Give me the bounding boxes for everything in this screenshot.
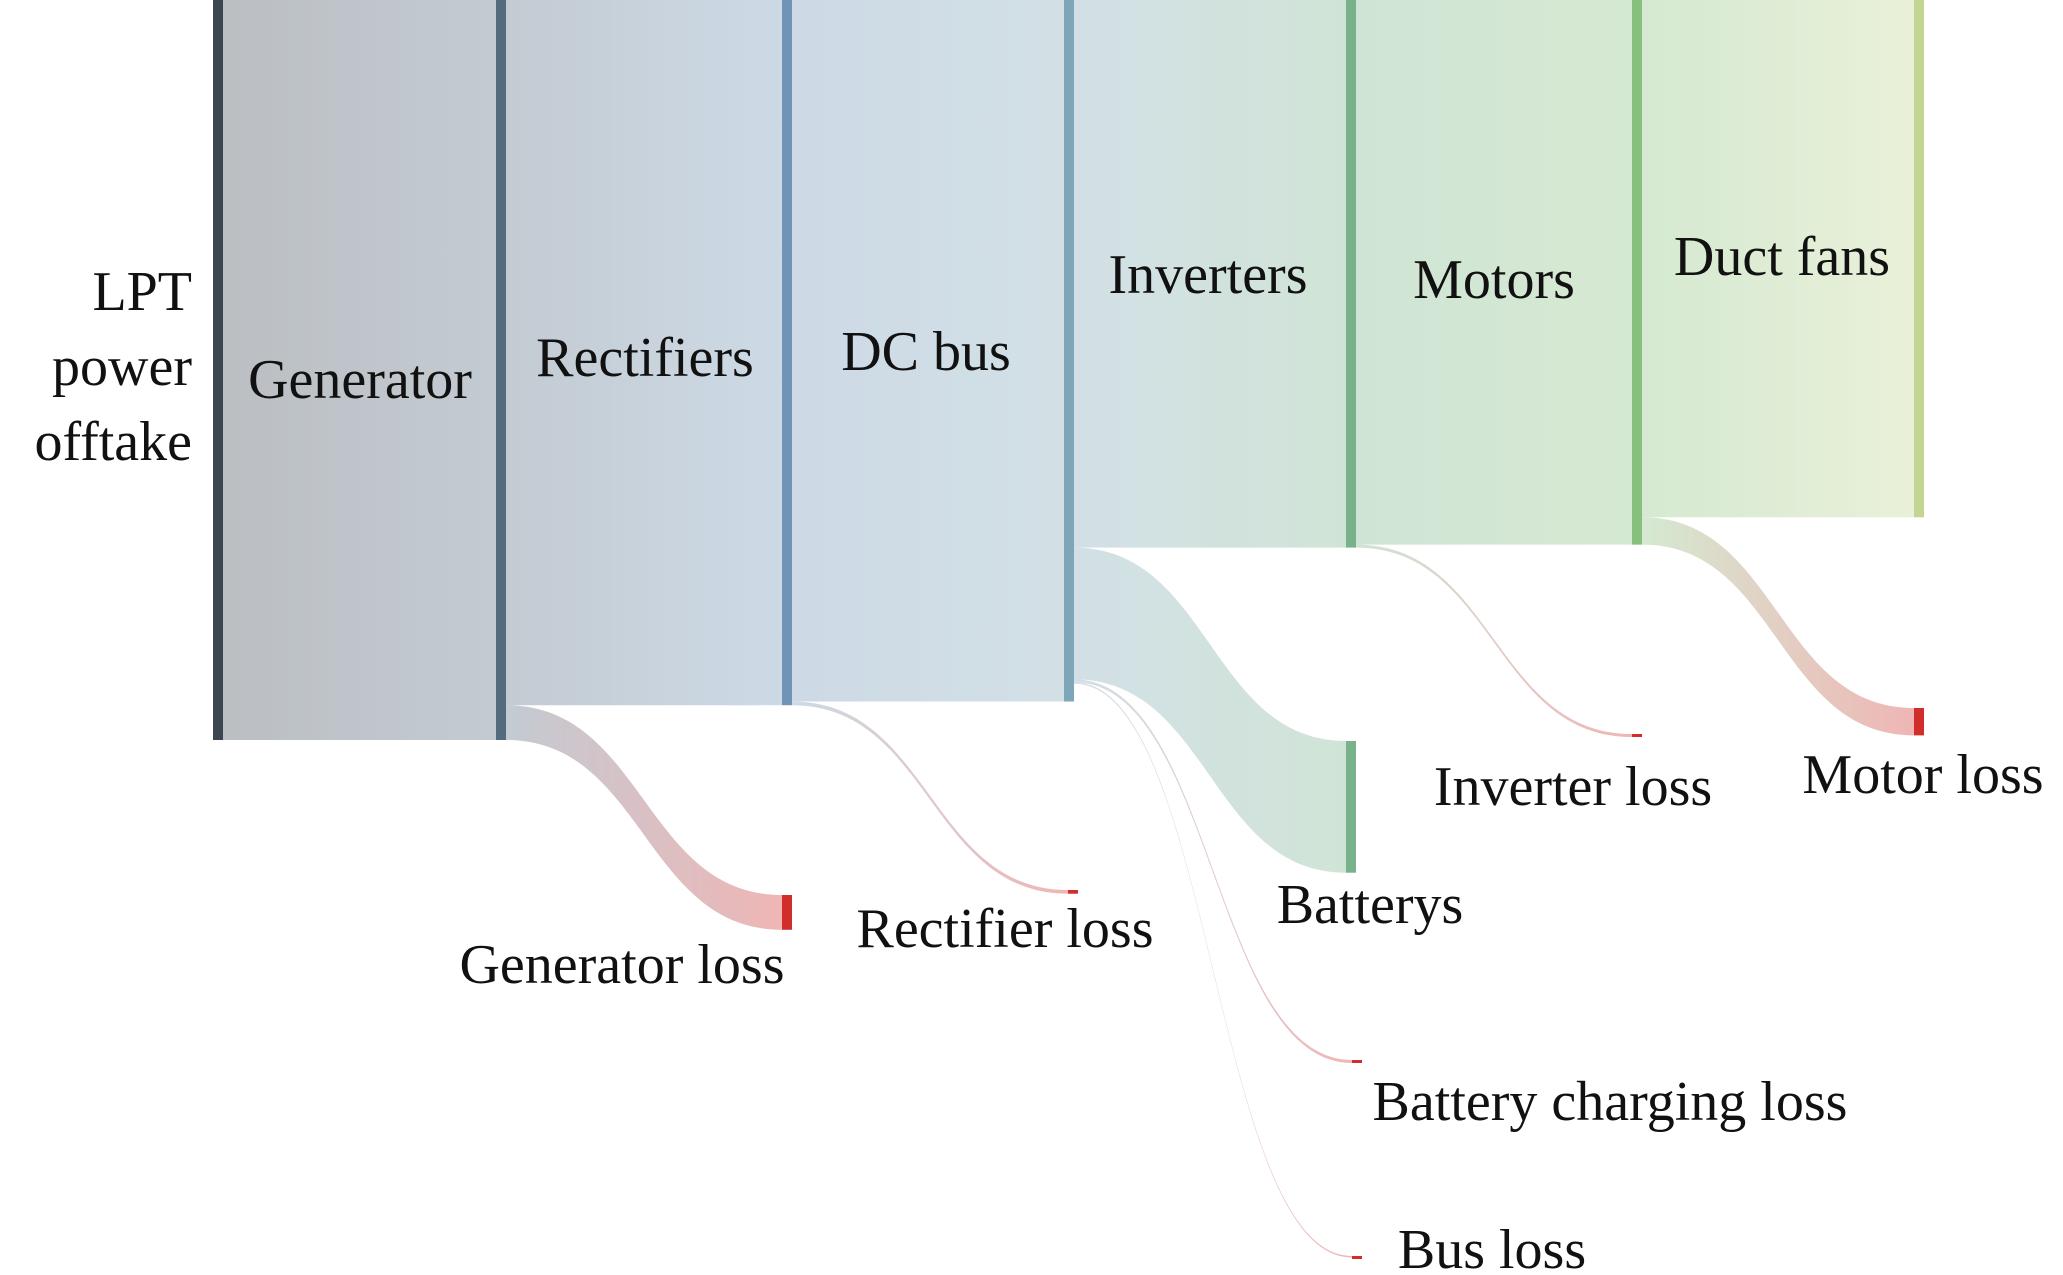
label-batterys: Batterys: [1277, 874, 1464, 936]
node-inverter_loss: [1632, 734, 1642, 737]
node-inverters: [1346, 0, 1356, 548]
node-duct_fans: [1914, 0, 1924, 518]
label-lpt-line: power: [52, 336, 192, 398]
link-motors-to-motor_loss: [1642, 517, 1914, 736]
node-generator_loss: [782, 895, 792, 930]
label-rectifiers: Rectifiers: [536, 327, 754, 389]
link-dc_bus-to-batterys: [1074, 547, 1346, 873]
link-dc_bus-to-inverters: [1074, 0, 1346, 548]
sankey-links: [223, 0, 1914, 1258]
link-inverters-to-motors: [1356, 0, 1632, 545]
link-generator-to-generator_loss: [506, 705, 782, 930]
link-rectifiers-to-dc_bus: [792, 0, 1064, 702]
node-rectifiers: [782, 0, 792, 706]
node-batterys: [1346, 741, 1356, 873]
link-lpt-to-generator: [223, 0, 496, 740]
node-bus_loss: [1352, 1256, 1362, 1259]
label-generator: Generator: [248, 349, 472, 411]
node-generator: [496, 0, 506, 740]
node-lpt: [213, 0, 223, 740]
node-motor_loss: [1914, 708, 1924, 736]
node-rectifier_loss: [1068, 890, 1078, 894]
label-motor_loss: Motor loss: [1802, 744, 2043, 806]
label-rectifier_loss: Rectifier loss: [856, 898, 1153, 960]
label-dc_bus: DC bus: [841, 321, 1011, 383]
node-dc_bus: [1064, 0, 1074, 702]
sankey-labels: LPT power offtake Generator Rectifiers DC bus…: [34, 226, 2043, 1275]
link-generator-to-rectifiers: [506, 0, 782, 706]
label-generator_loss: Generator loss: [459, 934, 784, 996]
node-motors: [1632, 0, 1642, 545]
link-rectifiers-to-rectifier_loss: [792, 701, 1068, 894]
label-inverter_loss: Inverter loss: [1434, 756, 1712, 818]
link-dc_bus-to-battery_charging_loss: [1074, 679, 1352, 1063]
label-motors: Motors: [1413, 249, 1575, 311]
label-inverters: Inverters: [1108, 244, 1307, 306]
label-lpt-line: LPT: [92, 261, 192, 323]
link-dc_bus-to-bus_loss: [1074, 682, 1352, 1258]
link-motors-to-duct_fans: [1642, 0, 1914, 518]
node-battery_charging_loss: [1352, 1060, 1362, 1063]
link-inverters-to-inverter_loss: [1356, 544, 1632, 737]
label-duct_fans: Duct fans: [1674, 226, 1890, 288]
label-lpt-line: offtake: [34, 411, 192, 473]
label-battery_charging_loss: Battery charging loss: [1373, 1071, 1848, 1133]
sankey-nodes: [213, 0, 1924, 1259]
label-bus_loss: Bus loss: [1398, 1219, 1586, 1275]
label-lpt: LPT power offtake: [34, 261, 192, 473]
